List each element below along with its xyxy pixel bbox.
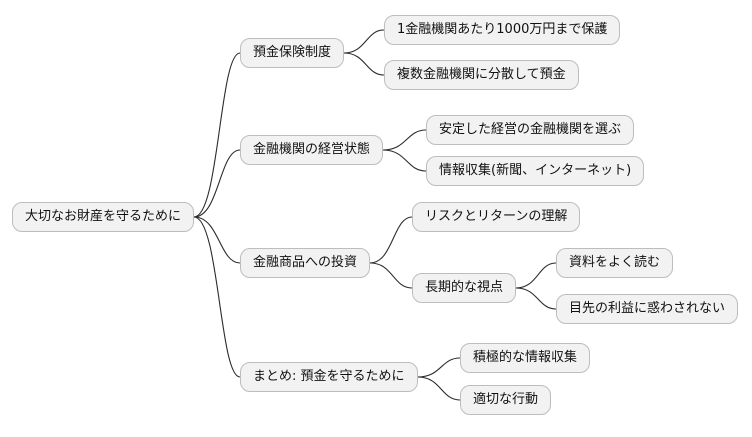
node-avoid-short-term-gains[interactable]: 目先の利益に惑わされない xyxy=(556,294,739,324)
node-read-materials[interactable]: 資料をよく読む xyxy=(556,248,674,278)
connector-line xyxy=(515,287,557,310)
node-diversify-deposits[interactable]: 複数金融機関に分散して預金 xyxy=(384,60,579,90)
connector-line xyxy=(382,149,427,172)
node-info-gathering-media[interactable]: 情報収集(新聞、インターネット) xyxy=(426,156,645,186)
node-financial-investment[interactable]: 金融商品への投資 xyxy=(240,248,371,278)
connector-line xyxy=(515,262,557,289)
node-root[interactable]: 大切なお財産を守るために xyxy=(12,202,195,232)
node-choose-stable-bank[interactable]: 安定した経営の金融機関を選ぶ xyxy=(426,115,635,145)
connector-line xyxy=(343,52,385,76)
node-deposit-insurance[interactable]: 預金保険制度 xyxy=(240,38,345,68)
node-long-term-view[interactable]: 長期的な視点 xyxy=(412,273,517,303)
connector-line xyxy=(193,216,241,264)
node-insurance-limit[interactable]: 1金融機関あたり1000万円まで保護 xyxy=(384,15,621,45)
connector-line xyxy=(369,262,413,289)
connector-line xyxy=(417,376,461,401)
node-summary[interactable]: まとめ: 預金を守るために xyxy=(240,362,418,392)
connector-line xyxy=(343,29,385,54)
connector-line xyxy=(417,357,461,378)
connector-line xyxy=(193,52,241,218)
node-bank-management[interactable]: 金融機関の経営状態 xyxy=(240,135,384,165)
connector-line xyxy=(193,149,241,218)
node-appropriate-action[interactable]: 適切な行動 xyxy=(460,385,552,415)
node-active-info-gathering[interactable]: 積極的な情報収集 xyxy=(460,343,591,373)
connector-line xyxy=(369,216,413,264)
connector-line xyxy=(382,129,427,151)
node-risk-return[interactable]: リスクとリターンの理解 xyxy=(412,202,581,232)
connector-line xyxy=(193,216,241,378)
